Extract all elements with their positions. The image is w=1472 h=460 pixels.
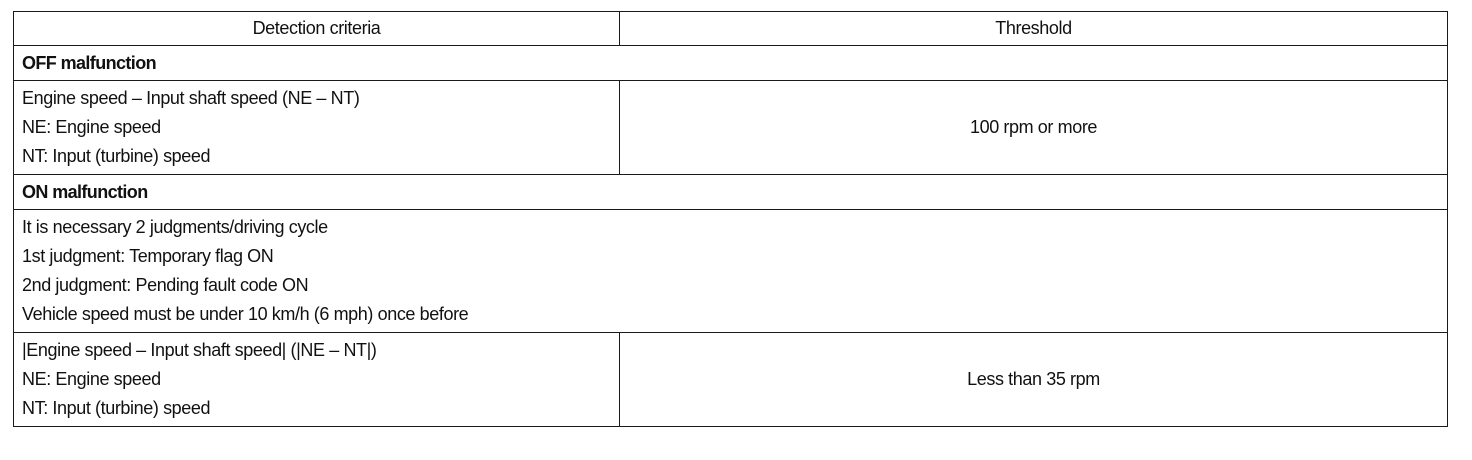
detection-criteria-table: Detection criteria Threshold OFF malfunc… [13,11,1448,427]
on-malfunction-title: ON malfunction [13,174,1448,210]
off-malfunction-section-row: OFF malfunction [13,45,1448,81]
criteria-table-container: Detection criteria Threshold OFF malfunc… [13,11,1448,427]
on-threshold-cell: Less than 35 rpm [619,332,1448,427]
on-malfunction-section-row: ON malfunction [13,174,1448,210]
off-malfunction-title: OFF malfunction [13,45,1448,81]
off-criteria-line-3: NT: Input (turbine) speed [22,146,211,166]
on-note-line-2: 1st judgment: Temporary flag ON [22,246,274,266]
on-malfunction-criteria-row: |Engine speed – Input shaft speed| (|NE … [13,332,1448,427]
on-criteria-line-1: |Engine speed – Input shaft speed| (|NE … [22,340,377,360]
off-malfunction-criteria-row: Engine speed – Input shaft speed (NE – N… [13,80,1448,175]
off-criteria-cell: Engine speed – Input shaft speed (NE – N… [13,80,620,175]
on-criteria-line-2: NE: Engine speed [22,369,161,389]
on-note-line-4: Vehicle speed must be under 10 km/h (6 m… [22,304,469,324]
off-criteria-line-1: Engine speed – Input shaft speed (NE – N… [22,88,360,108]
on-note-cell: It is necessary 2 judgments/driving cycl… [13,209,1448,333]
on-criteria-cell: |Engine speed – Input shaft speed| (|NE … [13,332,620,427]
on-note-line-1: It is necessary 2 judgments/driving cycl… [22,217,328,237]
off-criteria-line-2: NE: Engine speed [22,117,161,137]
on-malfunction-note-row: It is necessary 2 judgments/driving cycl… [13,209,1448,333]
header-detection-criteria: Detection criteria [13,11,620,46]
header-threshold: Threshold [619,11,1448,46]
table-header-row: Detection criteria Threshold [13,11,1448,46]
off-threshold-cell: 100 rpm or more [619,80,1448,175]
on-note-line-3: 2nd judgment: Pending fault code ON [22,275,309,295]
on-criteria-line-3: NT: Input (turbine) speed [22,398,211,418]
